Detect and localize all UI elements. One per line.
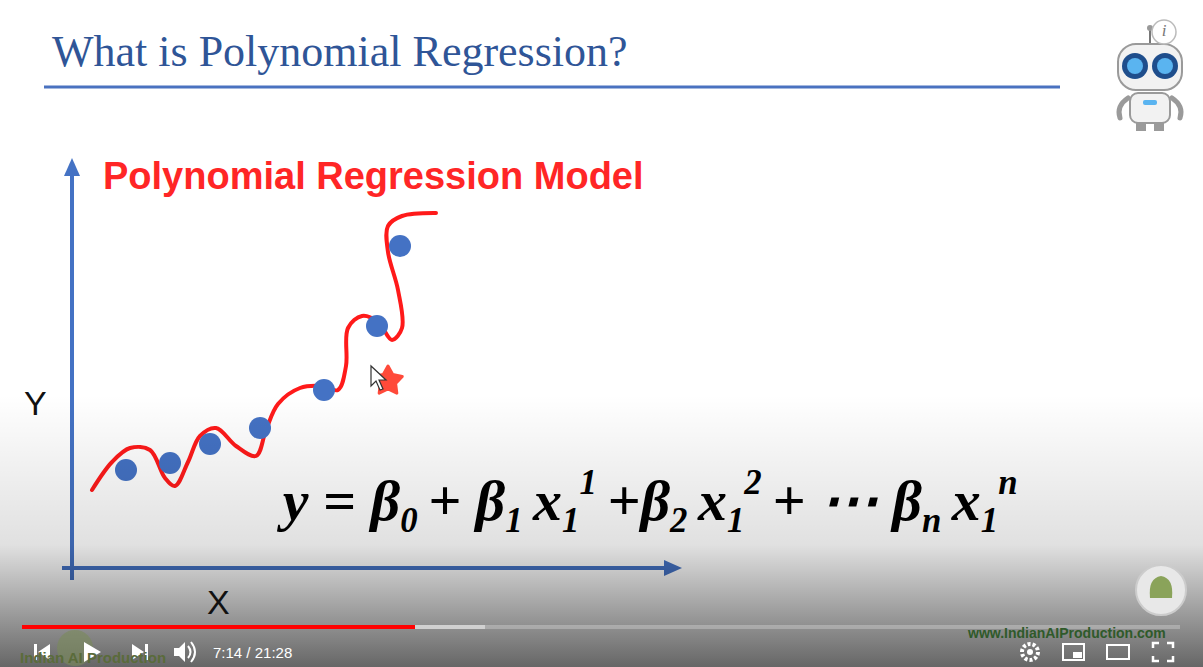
formula-term: y = β: [283, 468, 401, 533]
player-controls: [34, 642, 1173, 662]
robot-head: [1118, 44, 1182, 90]
formula-term: +β: [607, 468, 670, 533]
data-point: [366, 315, 388, 337]
fullscreen-icon: [1153, 643, 1173, 661]
channel-logo: [1136, 565, 1186, 615]
robot-antenna: [1149, 30, 1151, 44]
volume-icon: [174, 642, 185, 662]
volume-wave: [191, 642, 195, 662]
robot-eye: [1122, 53, 1148, 79]
robot-leg: [1136, 123, 1146, 131]
time-display: 7:14 / 21:28: [213, 645, 292, 660]
formula-superscript: 1: [580, 463, 597, 502]
robot-eye: [1127, 58, 1143, 74]
robot-arm: [1172, 98, 1181, 118]
formula-term: + β: [428, 468, 505, 533]
formula-subscript: 0: [400, 501, 417, 540]
mouse-cursor: [371, 366, 386, 390]
settings-icon: [1022, 644, 1038, 660]
model-label: Polynomial Regression Model: [103, 157, 644, 195]
formula-subscript: 1: [727, 501, 744, 540]
miniplayer-icon: [1063, 644, 1084, 660]
player-shade: [0, 395, 1203, 667]
data-point: [389, 235, 411, 257]
info-icon-text: i: [1152, 22, 1176, 39]
channel-logo-mark: [1150, 576, 1173, 598]
info-button: [1152, 20, 1176, 44]
volume-wave: [188, 646, 191, 658]
robot-leg: [1154, 123, 1164, 131]
formula-subscript: n: [922, 501, 941, 540]
robot-chest-light: [1143, 100, 1157, 105]
formula-term: + ⋯ β: [772, 468, 922, 533]
watermark-url: www.IndianAIProduction.com: [968, 626, 1166, 640]
formula-term: x: [698, 468, 727, 533]
formula-superscript: 2: [744, 463, 761, 502]
settings-hub: [1027, 649, 1033, 655]
miniplayer-inner: [1073, 652, 1082, 658]
robot-eye: [1152, 53, 1178, 79]
y-axis-arrow: [64, 158, 80, 176]
formula-subscript: 2: [670, 501, 687, 540]
slide-title: What is Polynomial Regression?: [52, 30, 628, 74]
formula-superscript: n: [998, 463, 1017, 502]
watermark: Indian AI Production: [20, 650, 166, 665]
axis-label: X: [207, 585, 230, 619]
formula-subscript: 1: [505, 501, 522, 540]
progress-played: [22, 625, 415, 629]
robot-arm: [1119, 98, 1128, 118]
axis-label: Y: [24, 386, 47, 420]
formula-subscript: 1: [562, 501, 579, 540]
title-rule: [44, 86, 1060, 89]
regression-formula: y = β0+ β1x11+β2x12+ ⋯ βnx1n: [278, 462, 1018, 542]
theater-icon: [1107, 645, 1129, 659]
formula-subscript: 1: [981, 501, 998, 540]
progress-buffered: [22, 625, 485, 629]
robot-body: [1130, 93, 1170, 123]
formula-term: x: [533, 468, 562, 533]
robot-eye: [1157, 58, 1173, 74]
formula-term: x: [952, 468, 981, 533]
